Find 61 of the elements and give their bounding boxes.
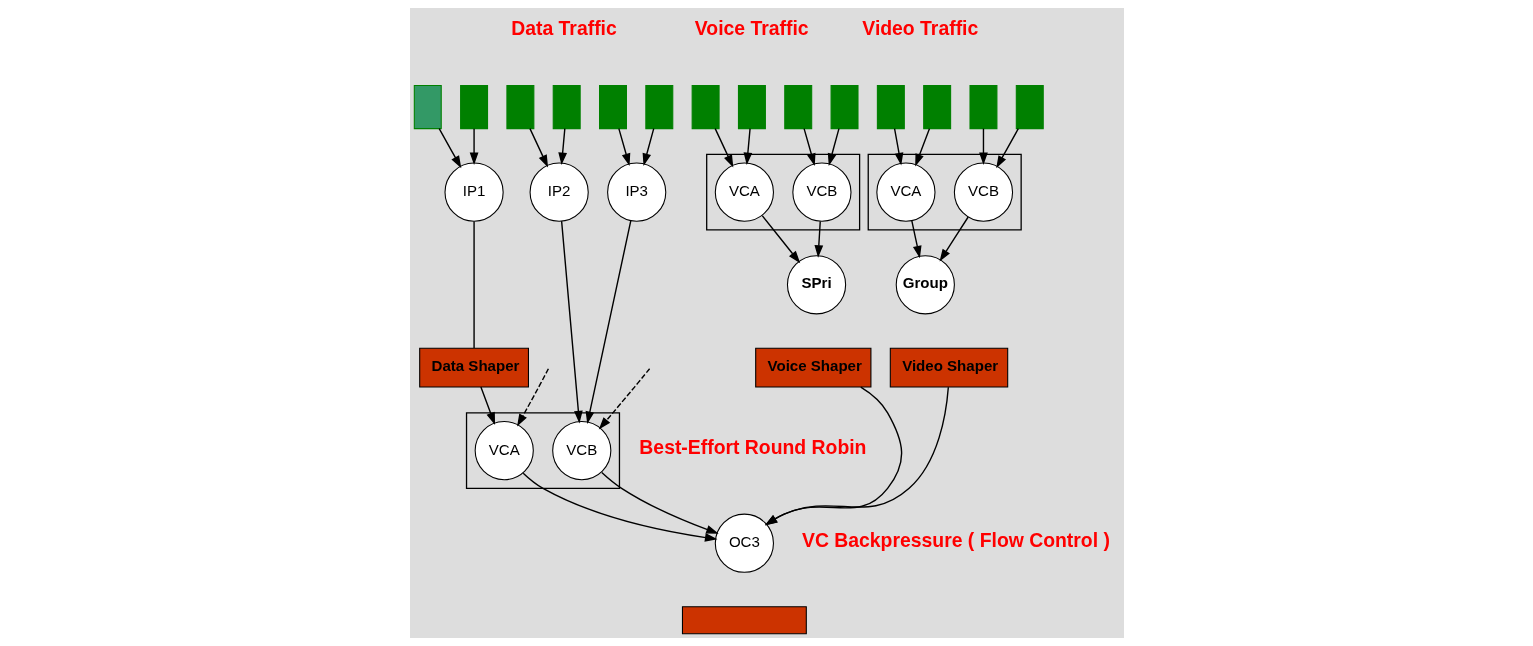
node-box xyxy=(598,85,627,130)
node-box: Voice Shaper xyxy=(754,347,871,388)
arrow xyxy=(516,368,549,427)
node-box xyxy=(691,85,720,130)
arrow xyxy=(522,472,717,542)
node-box xyxy=(922,85,951,130)
arrow xyxy=(438,127,461,169)
arrow xyxy=(802,127,815,166)
arrow xyxy=(893,127,903,166)
node-box xyxy=(1015,85,1044,130)
node-circle: VCA xyxy=(474,421,534,481)
arrow xyxy=(995,127,1019,169)
node-box xyxy=(459,85,488,130)
node-box: Video Shaper xyxy=(889,347,1008,388)
node-circle: OC3 xyxy=(714,513,774,573)
node-circle: VCA xyxy=(714,162,774,222)
arrow xyxy=(585,219,631,424)
node-circle: VCB xyxy=(551,421,611,481)
arrow xyxy=(469,127,478,166)
node-box xyxy=(968,85,997,130)
arrow xyxy=(560,220,583,424)
arrow xyxy=(714,127,733,168)
arrow xyxy=(761,214,800,264)
node-circle: IP3 xyxy=(606,162,666,222)
node-circle: VCA xyxy=(875,162,936,222)
arrow xyxy=(813,220,823,258)
arrow xyxy=(910,220,922,259)
node-box xyxy=(783,85,812,130)
node-circle: VCB xyxy=(791,162,852,222)
arrow xyxy=(617,127,630,166)
node-box xyxy=(681,606,807,635)
node-box xyxy=(644,85,673,130)
label: Video Traffic xyxy=(861,17,978,40)
node-box xyxy=(552,85,581,130)
node-circle: Group xyxy=(895,255,955,315)
node-box: Data Shaper xyxy=(418,347,529,388)
node-box xyxy=(830,85,859,130)
node-circle: SPri xyxy=(786,255,846,315)
arrow xyxy=(479,386,495,425)
node-circle: IP1 xyxy=(443,162,504,222)
label: Best-Effort Round Robin xyxy=(638,436,866,459)
node-circle: IP2 xyxy=(529,162,589,222)
label: Voice Traffic xyxy=(694,17,809,40)
arrow xyxy=(598,368,650,430)
arrow xyxy=(600,471,719,534)
arrow xyxy=(978,127,988,166)
node-box xyxy=(876,85,905,130)
arrow xyxy=(528,127,548,168)
connector xyxy=(472,220,475,349)
arrow xyxy=(827,127,840,166)
node-circle: VCB xyxy=(953,162,1013,222)
arrow xyxy=(914,127,930,167)
label: VC Backpressure ( Flow Control ) xyxy=(801,528,1110,551)
arrow xyxy=(557,127,567,166)
arrow xyxy=(743,127,752,166)
arrow xyxy=(939,216,969,262)
node-box xyxy=(505,85,534,130)
label: Data Traffic xyxy=(510,17,617,40)
arrow xyxy=(642,127,654,166)
node-box xyxy=(737,85,766,130)
node-box xyxy=(413,85,442,130)
